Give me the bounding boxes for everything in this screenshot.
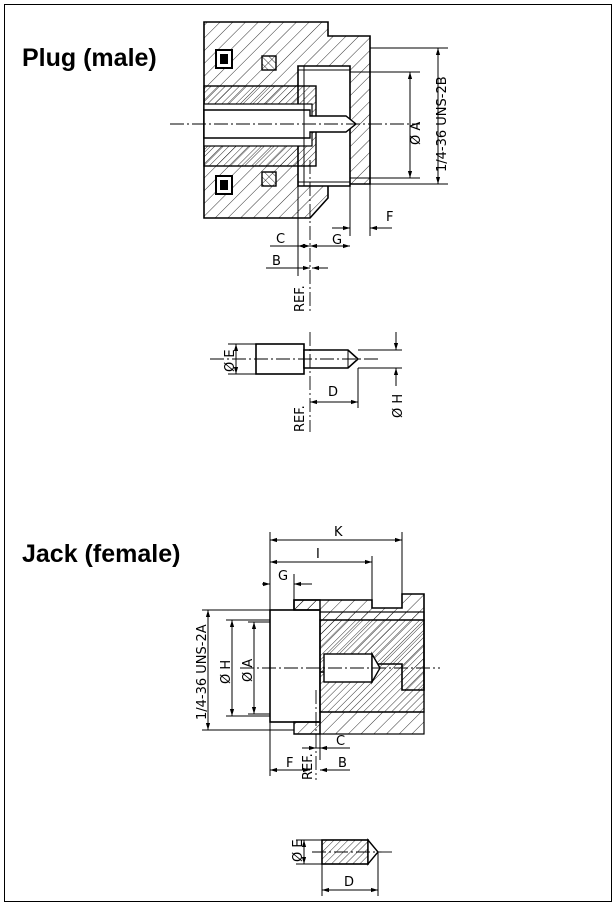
jack-ref-label: REF. <box>301 753 316 780</box>
jack-dim-k: K <box>334 525 343 540</box>
jack-title: Jack (female) <box>22 540 180 568</box>
jack-dim-g: G <box>278 569 288 584</box>
pin-dim-e: Ø E <box>223 349 238 372</box>
jack-dim-f: F <box>286 756 293 771</box>
pin-dim-h: Ø H <box>391 394 406 418</box>
plug-washer-top <box>261 55 277 71</box>
plug-thread-label: 1/4-36 UNS-2B <box>435 76 450 172</box>
plug-dim-b: B <box>272 254 281 269</box>
plug-washer-bottom <box>261 171 277 187</box>
jack-section: Jack (female) K I G 1/4- <box>22 525 440 896</box>
plug-oring-top-core <box>220 54 228 64</box>
plug-dim-a: Ø A <box>409 122 424 145</box>
plug-dim-f: F <box>386 210 393 225</box>
plug-title: Plug (male) <box>22 44 157 72</box>
sheet-border <box>4 4 612 902</box>
jack-dim-c: C <box>336 734 345 749</box>
plug-ref-label: REF. <box>293 285 308 312</box>
jack-dim-h: Ø H <box>219 660 234 684</box>
plug-dim-g: G <box>332 233 342 248</box>
plug-section: Plug (male) Ø A 1/4-36 UNS-2B <box>22 21 450 432</box>
socket-dim-d: D <box>344 875 354 890</box>
pin-dim-d: D <box>328 385 338 400</box>
jack-dim-b: B <box>338 756 347 771</box>
jack-thread-label: 1/4-36 UNS-2A <box>195 624 210 720</box>
jack-socket-detail: Ø E D <box>291 838 392 896</box>
jack-front-cylinder <box>269 609 321 723</box>
pin-ref-label: REF. <box>293 405 308 432</box>
plug-dim-c: C <box>276 232 285 247</box>
socket-dim-e: Ø E <box>291 839 306 862</box>
jack-dim-i: I <box>316 547 320 562</box>
jack-dim-a: Ø A <box>241 659 256 682</box>
plug-oring-bottom-core <box>220 180 228 190</box>
plug-pin-detail: Ø E Ø H D REF. <box>210 332 406 432</box>
